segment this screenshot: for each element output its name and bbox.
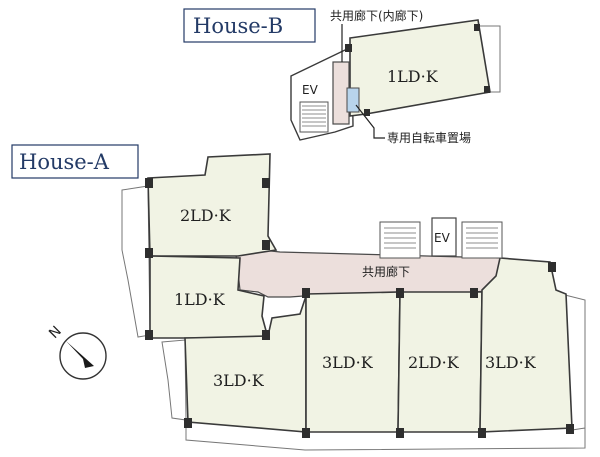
inner-corridor-label: 共用廊下(内廊下) <box>330 8 423 23</box>
bike-parking-area <box>346 87 360 113</box>
house-a-stairs-left <box>379 221 421 259</box>
pillar <box>474 24 480 31</box>
north-arrow-icon <box>66 341 94 368</box>
unit-3ldk-left-label: 3LD·K <box>213 371 265 390</box>
house-a-title: House-A <box>19 150 110 174</box>
house-a-building: 2LD·K 1LD·K 3LD·K 3LD·K 2LD·K 3LD·K 共用廊下… <box>121 153 586 451</box>
unit-3ldk-right <box>479 257 573 433</box>
unit-3ldk-middle-label: 3LD·K <box>322 353 374 372</box>
house-a-lower-left-balcony <box>161 339 187 421</box>
unit-2ldk-top-label: 2LD·K <box>180 206 232 225</box>
unit-1ldk <box>149 255 270 339</box>
compass-north-letter: N <box>46 323 65 342</box>
unit-2ldk-middle-label: 2LD·K <box>408 353 460 372</box>
pillar <box>345 44 352 52</box>
shared-corridor-label: 共用廊下 <box>362 264 410 279</box>
pillar <box>364 109 370 116</box>
house-b-elevator-label: EV <box>302 83 319 97</box>
bike-parking-leader <box>355 104 385 139</box>
house-b-title-box <box>183 8 316 43</box>
house-b-title: House-B <box>193 14 283 38</box>
house-a-stairs-right <box>461 221 503 259</box>
pillar <box>484 86 490 93</box>
bike-parking-label: 専用自転車置場 <box>387 131 471 145</box>
house-a-title-box <box>11 144 139 179</box>
house-b-unit-label: 1LD·K <box>387 67 439 86</box>
pillars <box>145 178 574 438</box>
house-b-building: 1LD·K EV <box>290 19 501 141</box>
house-a-elevator <box>431 217 457 257</box>
house-a-left-balcony <box>121 185 151 338</box>
house-a-elevator-label: EV <box>434 231 451 245</box>
compass-circle <box>59 332 107 380</box>
house-b-stairs <box>299 101 329 133</box>
unit-1ldk-label: 1LD·K <box>174 290 226 309</box>
unit-3ldk-right-label: 3LD·K <box>485 353 537 372</box>
compass: N <box>46 323 107 380</box>
unit-2ldk-top <box>147 153 278 257</box>
